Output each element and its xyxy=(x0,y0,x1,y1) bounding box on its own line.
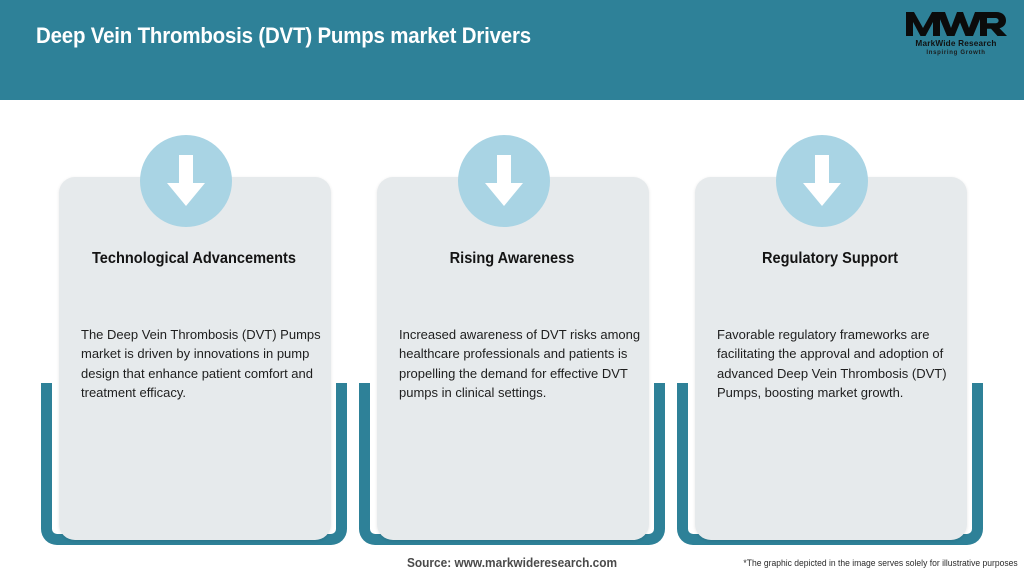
card-panel xyxy=(59,177,331,540)
card-title: Regulatory Support xyxy=(761,250,898,267)
source-label: Source: www.markwideresearch.com xyxy=(406,556,618,570)
driver-card-1[interactable]: Technological Advancements The Deep Vein… xyxy=(38,100,350,545)
down-arrow-icon xyxy=(458,135,550,227)
logo-company-name: MarkWide Research xyxy=(915,39,997,48)
card-body-text: The Deep Vein Thrombosis (DVT) Pumps mar… xyxy=(81,327,321,400)
card-body-text: Increased awareness of DVT risks among h… xyxy=(399,327,641,400)
card-body-text: Favorable regulatory frameworks are faci… xyxy=(717,327,947,400)
down-arrow-icon xyxy=(140,135,232,227)
page-header: Deep Vein Thrombosis (DVT) Pumps market … xyxy=(0,0,1024,100)
mwr-logo-icon xyxy=(904,9,1008,39)
company-logo: MarkWide Research Inspiring Growth xyxy=(904,9,1008,57)
driver-card-2[interactable]: Rising Awareness Increased awareness of … xyxy=(356,100,668,545)
card-panel xyxy=(377,177,649,540)
driver-card-3[interactable]: Regulatory Support Favorable regulatory … xyxy=(674,100,986,545)
card-title: Technological Advancements xyxy=(91,250,297,267)
page-title: Deep Vein Thrombosis (DVT) Pumps market … xyxy=(36,23,531,48)
card-title: Rising Awareness xyxy=(449,250,575,267)
disclaimer-label: *The graphic depicted in the image serve… xyxy=(743,558,1018,568)
drivers-card-group: Technological Advancements The Deep Vein… xyxy=(0,100,1024,545)
logo-tagline: Inspiring Growth xyxy=(926,50,986,56)
down-arrow-icon xyxy=(776,135,868,227)
card-panel xyxy=(695,177,967,540)
